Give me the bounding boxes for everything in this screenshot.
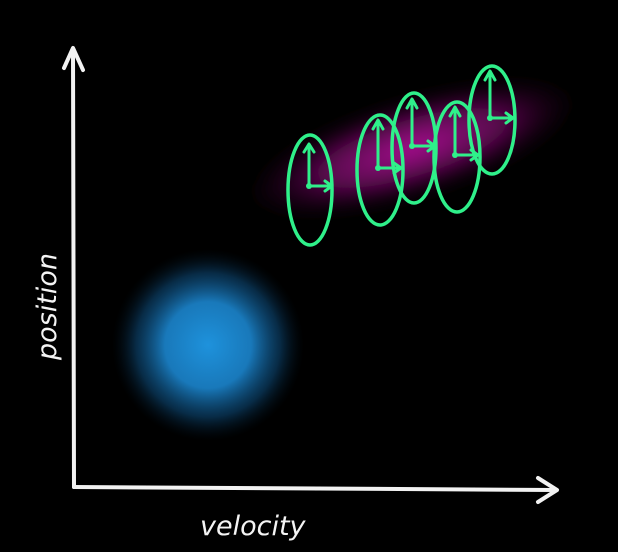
x-axis [72,476,559,504]
x-axis-line [72,485,558,492]
clock-5-center [487,115,493,121]
blue-probability-blob [112,249,304,441]
clock-3-center [409,143,415,149]
y-axis-line [71,48,76,489]
clock-1-center [306,183,312,189]
clock-1 [286,133,334,247]
y-axis-label: position [32,253,63,361]
clock-4-center [452,152,458,158]
y-axis-arrowhead [62,46,85,72]
clock-5-outline [467,64,517,176]
clock-5 [467,64,517,176]
clock-2-center [375,165,381,171]
x-axis-arrowhead [536,476,559,504]
y-axis [62,46,85,489]
clock-1-outline [286,133,334,247]
clock-4-outline [432,100,482,214]
x-axis-label: velocity [200,511,307,542]
clock-2-outline [355,113,405,227]
